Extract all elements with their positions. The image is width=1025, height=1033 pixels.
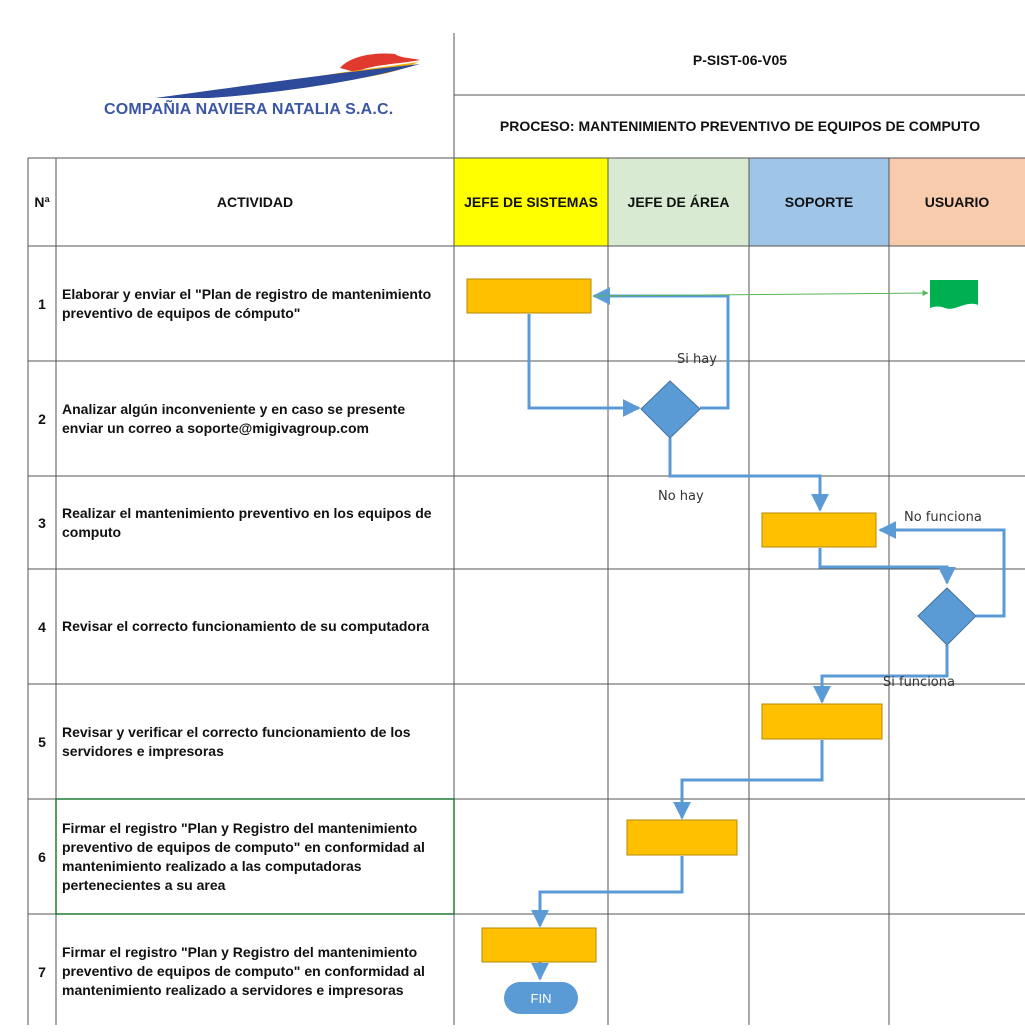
flow-connectors bbox=[527, 287, 1006, 981]
process-box-1 bbox=[466, 278, 592, 314]
selected-cell-outline bbox=[55, 798, 455, 915]
logo-red-wave bbox=[340, 53, 420, 72]
lane-header-soporte: SOPORTE bbox=[749, 158, 889, 246]
activity-text: Revisar y verificar el correcto funciona… bbox=[62, 723, 411, 759]
company-name: COMPAÑIA NAVIERA NATALIA S.A.C. bbox=[104, 101, 394, 118]
process-title: PROCESO: MANTENIMIENTO PREVENTIVO DE EQU… bbox=[499, 118, 981, 134]
connector-no-hay bbox=[668, 438, 829, 512]
lane-header-usuario: USUARIO bbox=[889, 158, 1025, 246]
connector-to-document bbox=[593, 290, 929, 297]
activity-text: Elaborar y enviar el "Plan de registro d… bbox=[62, 285, 432, 321]
activity-text: Firmar el registro "Plan y Registro del … bbox=[62, 944, 425, 998]
label-si-hay: Si hay bbox=[677, 352, 717, 367]
document-shape-usuario bbox=[930, 280, 978, 309]
process-box-3 bbox=[761, 512, 877, 548]
connector-5-to-6 bbox=[673, 740, 824, 820]
logo-blue-wave bbox=[155, 64, 420, 98]
activity-column-header: ACTIVIDAD bbox=[216, 194, 294, 210]
label-no-funciona: No funciona bbox=[904, 510, 982, 525]
row-number: 1 bbox=[38, 295, 46, 312]
company-logo bbox=[155, 53, 420, 98]
connector-no-funciona bbox=[878, 521, 1006, 618]
activity-text-selected[interactable]: Firmar el registro "Plan y Registro del … bbox=[62, 819, 425, 893]
num-column-header: Nª bbox=[34, 194, 50, 210]
lane-header-jefe-sistemas: JEFE DE SISTEMAS bbox=[454, 158, 608, 246]
decision-diamond-1 bbox=[640, 380, 701, 439]
row-number: 7 bbox=[38, 963, 46, 980]
activity-text: Analizar algún inconveniente y en caso s… bbox=[62, 400, 406, 436]
activity-text: Realizar el mantenimiento preventivo en … bbox=[62, 504, 432, 540]
process-box-6 bbox=[626, 819, 738, 856]
lane-header-jefe-area: JEFE DE ÁREA bbox=[608, 158, 749, 246]
fin-label: FIN bbox=[531, 991, 552, 1006]
row-number: 2 bbox=[38, 410, 46, 427]
fin-terminator bbox=[504, 982, 578, 1014]
connector-6-to-7 bbox=[531, 856, 684, 928]
label-si-funciona: Si funciona bbox=[883, 675, 955, 690]
connector-si-funciona bbox=[813, 645, 949, 704]
row-number: 4 bbox=[38, 618, 46, 635]
process-box-7 bbox=[481, 927, 597, 963]
row-number: 3 bbox=[38, 514, 46, 531]
activity-text: Revisar el correcto funcionamiento de su… bbox=[62, 618, 430, 634]
label-no-hay: No hay bbox=[658, 489, 704, 504]
connector-si-hay-return bbox=[592, 287, 730, 410]
process-box-5 bbox=[761, 703, 883, 740]
decision-diamond-4 bbox=[917, 587, 977, 646]
connector-1-to-decision bbox=[527, 314, 641, 417]
connector-3-to-decision bbox=[818, 548, 956, 585]
document-code: P-SIST-06-V05 bbox=[692, 52, 788, 68]
row-number: 5 bbox=[38, 733, 46, 750]
row-number: 6 bbox=[38, 848, 46, 865]
